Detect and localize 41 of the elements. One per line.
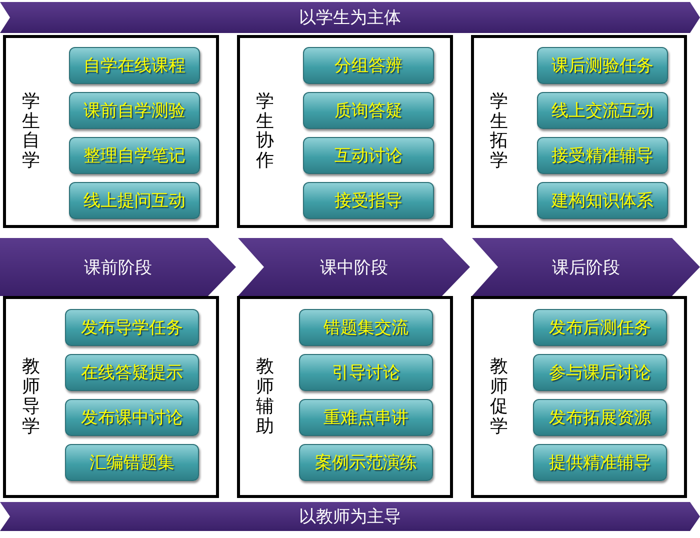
stage-banner: 课中阶段 [238,238,470,296]
activity-box: 发布拓展资源 [533,399,667,436]
activity-box: 在线答疑提示 [65,354,199,391]
activity-box: 整理自学笔记 [69,137,200,174]
role-panel [237,296,453,498]
role-panel [471,35,687,228]
activity-box: 质询答疑 [303,92,434,129]
panel-heading: 学生协作 [256,92,274,172]
activity-box: 提供精准辅导 [533,444,667,481]
panel-heading: 学生拓学 [490,92,508,172]
activity-box: 发布导学任务 [65,309,199,346]
role-panel [471,296,687,498]
activity-box: 重难点串讲 [299,399,433,436]
panel-heading: 学生自学 [22,92,40,172]
stage-banner: 课后阶段 [472,238,700,296]
activity-box: 自学在线课程 [69,47,200,84]
activity-box: 课前自学测验 [69,92,200,129]
activity-box: 线上交流互动 [537,92,668,129]
panel-heading: 教师辅助 [256,357,274,437]
activity-box: 接受指导 [303,182,434,219]
activity-box: 线上提问互动 [69,182,200,219]
activity-box: 接受精准辅导 [537,137,668,174]
activity-box: 参与课后讨论 [533,354,667,391]
activity-box: 案例示范演练 [299,444,433,481]
banner-band: 以学生为主体 [0,2,700,33]
activity-box: 分组答辨 [303,47,434,84]
activity-box: 互动讨论 [303,137,434,174]
activity-box: 发布后测任务 [533,309,667,346]
activity-box: 汇编错题集 [65,444,199,481]
activity-box: 引导讨论 [299,354,433,391]
panel-heading: 教师导学 [22,357,40,437]
role-panel [3,296,219,498]
role-panel [237,35,453,228]
stage-banner: 课前阶段 [0,238,236,296]
activity-box: 建构知识体系 [537,182,668,219]
role-panel [3,35,219,228]
banner-band: 以教师为主导 [0,502,700,531]
activity-box: 发布课中讨论 [65,399,199,436]
activity-box: 课后测验任务 [537,47,668,84]
panel-heading: 教师促学 [490,357,508,437]
activity-box: 错题集交流 [299,309,433,346]
